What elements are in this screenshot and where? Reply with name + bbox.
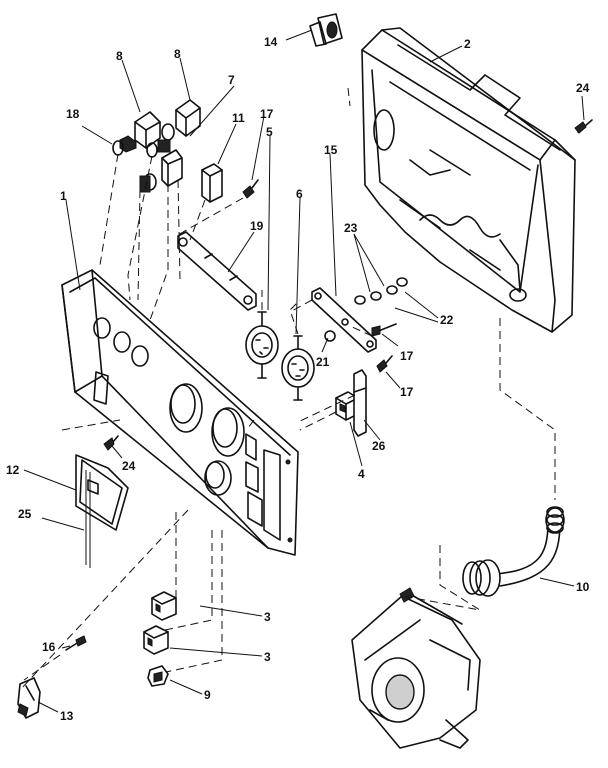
label-part-3a: 3	[264, 610, 271, 624]
label-part-14: 14	[264, 35, 278, 49]
screw-part	[376, 355, 393, 373]
outlet-box-housing	[361, 27, 576, 333]
label-part-17c: 17	[400, 385, 414, 399]
circuit-breaker-right	[146, 99, 201, 158]
label-part-17b: 17	[400, 349, 414, 363]
cover-plate-part-12	[75, 454, 129, 568]
cable-part-10	[462, 506, 565, 597]
receptacle-part-5	[245, 311, 279, 379]
bracket-part-26	[353, 369, 367, 437]
label-part-19: 19	[250, 219, 264, 233]
label-part-9: 9	[204, 688, 211, 702]
label-part-1: 1	[60, 189, 67, 203]
plate-part-15	[311, 287, 377, 353]
label-part-18: 18	[66, 107, 80, 121]
label-part-6: 6	[296, 187, 303, 201]
label-part-24b: 24	[576, 81, 590, 95]
label-part-13: 13	[60, 709, 74, 723]
label-part-2: 2	[464, 37, 471, 51]
label-part-21: 21	[316, 355, 330, 369]
label-part-5: 5	[266, 125, 273, 139]
circuit-breaker-left	[112, 111, 161, 156]
cap-part-9	[147, 665, 169, 687]
breaker-part-7	[139, 149, 183, 193]
label-part-24a: 24	[122, 459, 136, 473]
screw-part	[574, 119, 593, 134]
label-part-15: 15	[324, 143, 338, 157]
label-part-11: 11	[232, 111, 245, 125]
label-part-22: 22	[440, 313, 454, 327]
grommet-part	[309, 13, 343, 47]
screw-part	[65, 635, 87, 651]
label-part-8a: 8	[116, 49, 123, 63]
label-part-8b: 8	[174, 47, 181, 61]
label-part-23: 23	[344, 221, 358, 235]
switch-part-3-lower	[143, 625, 169, 655]
receptacle-part-6	[281, 335, 315, 401]
screw-part	[371, 323, 397, 337]
block-part-11	[201, 163, 223, 203]
assembly-lines	[19, 87, 556, 691]
label-part-25: 25	[18, 507, 32, 521]
label-part-10: 10	[576, 580, 590, 594]
leader-lines	[23, 29, 585, 713]
label-part-26: 26	[372, 439, 386, 453]
screw-part	[242, 179, 259, 199]
bracket-part-13	[17, 677, 41, 719]
label-part-16: 16	[42, 640, 56, 654]
label-part-12: 12	[6, 463, 20, 477]
label-part-7: 7	[228, 73, 235, 87]
screw-part	[103, 435, 119, 451]
part-labels: 1 2 3 3 4 5 6 7 8 8 9 10 11 12 13 14 15 …	[6, 35, 590, 723]
bracket-part-19	[177, 231, 257, 311]
housing-bottom-right	[351, 587, 481, 749]
switch-part-3-upper	[151, 591, 177, 621]
label-part-4: 4	[358, 467, 365, 481]
label-part-17a: 17	[260, 107, 274, 121]
label-part-3b: 3	[264, 650, 271, 664]
washers	[324, 277, 408, 342]
control-panel	[61, 269, 299, 556]
